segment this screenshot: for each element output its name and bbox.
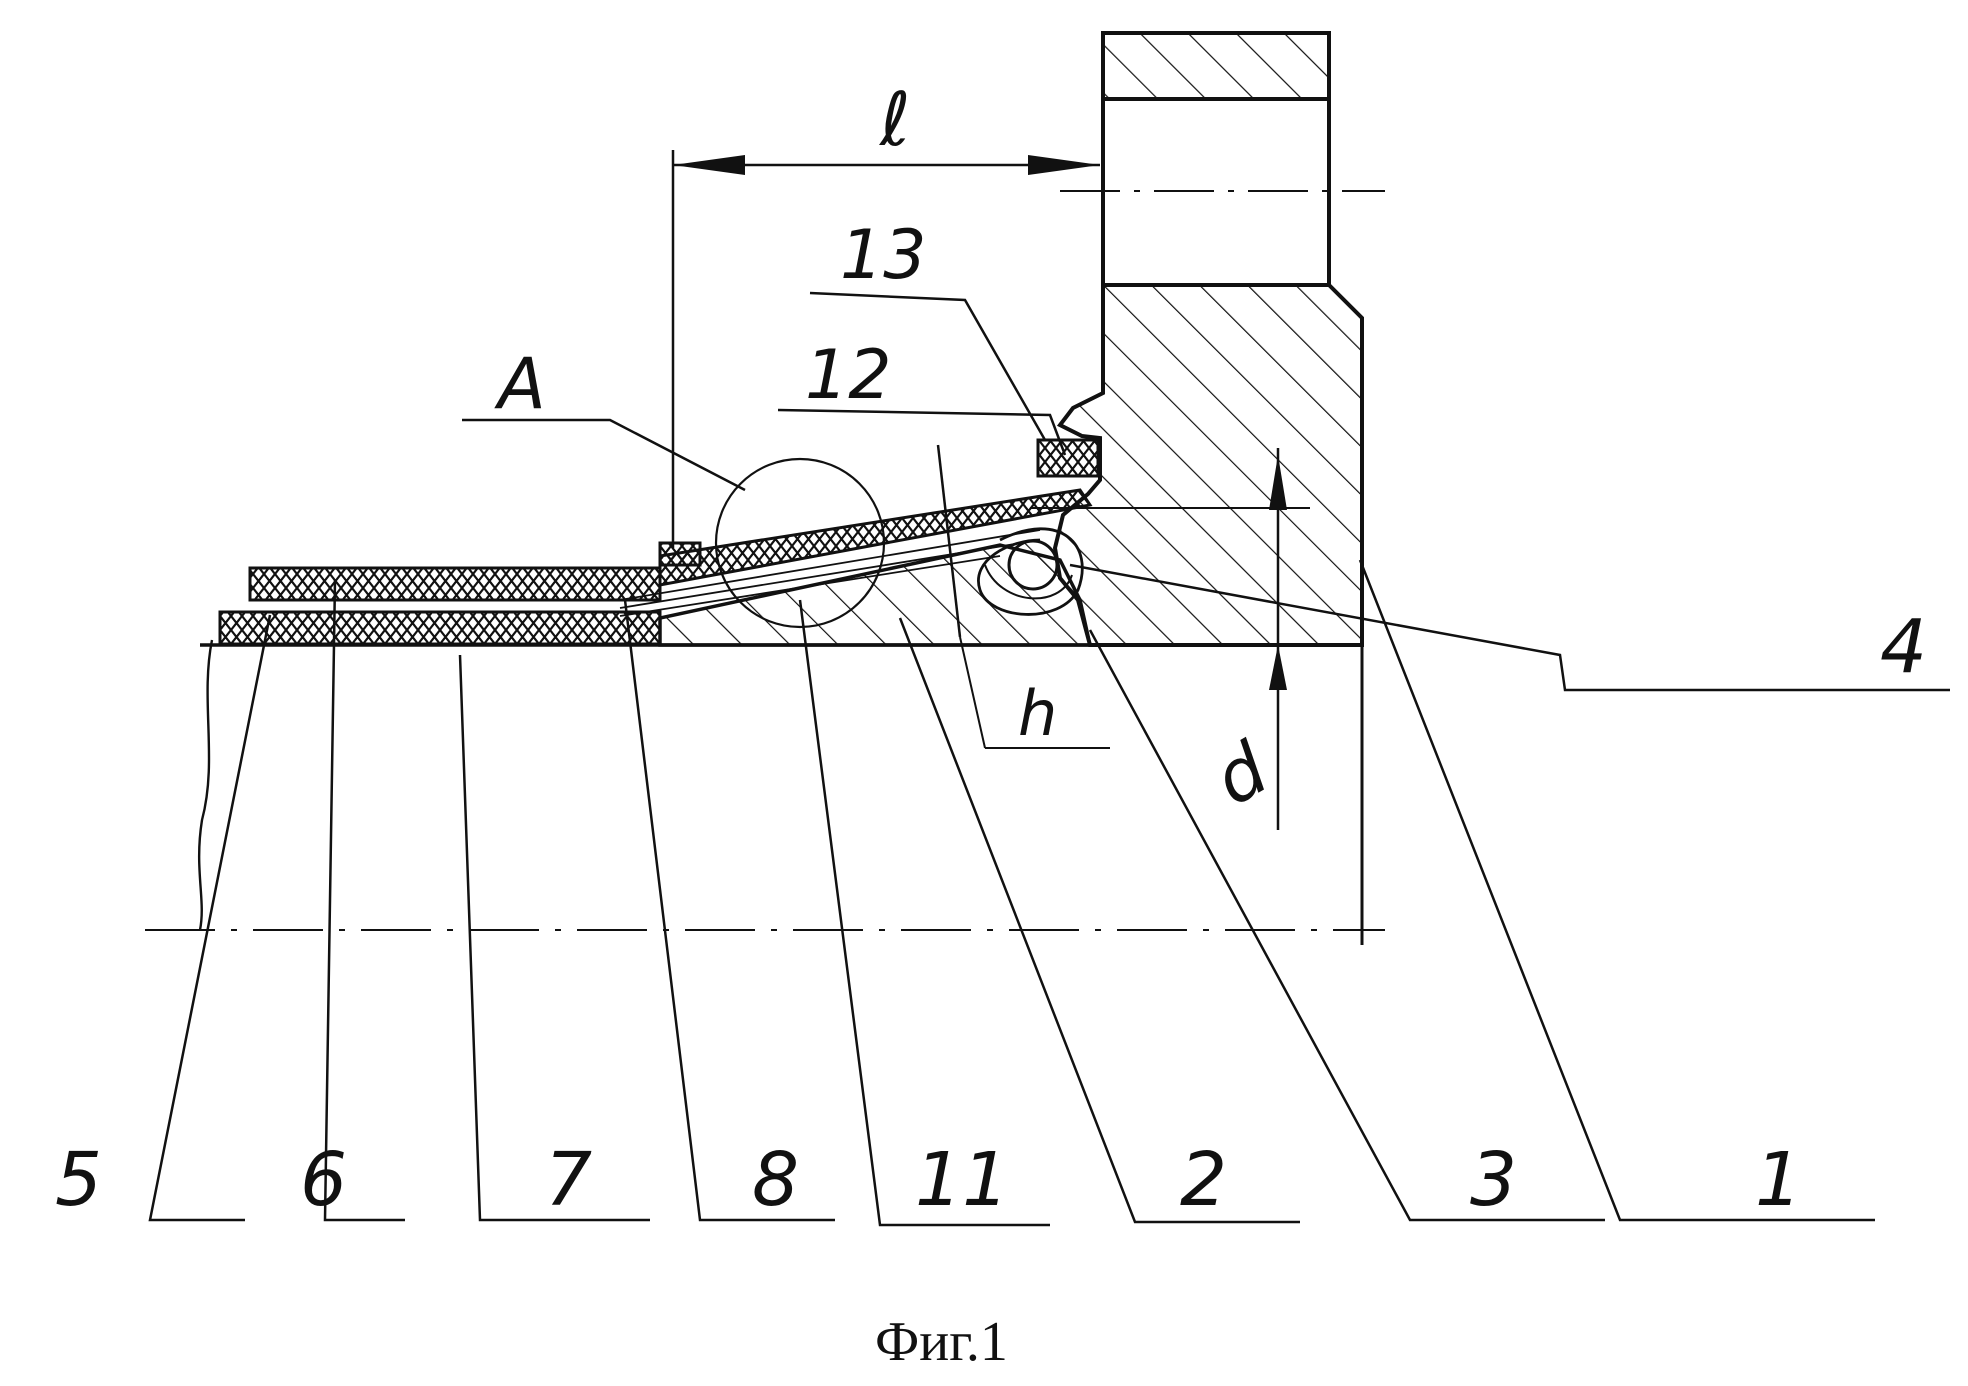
socket-collar	[660, 543, 700, 565]
part-number-6: 6	[300, 1137, 347, 1223]
part-number-12: 12	[805, 336, 892, 415]
seal-clip	[1038, 440, 1098, 476]
part-number-3: 3	[1470, 1137, 1517, 1223]
flange-top-block	[1103, 33, 1329, 99]
dimension-d-label: d	[1200, 726, 1283, 822]
dimension-h-line-2	[960, 637, 985, 748]
pipe-outer-layer	[250, 568, 660, 600]
dimension-l-arrow-left	[673, 155, 745, 175]
part-number-2: 2	[1180, 1137, 1227, 1223]
dimension-h-label: h	[1018, 677, 1057, 750]
figure-caption: Фиг.1	[875, 1311, 1008, 1373]
part-number-8: 8	[752, 1137, 799, 1223]
part-number-1: 1	[1755, 1137, 1802, 1223]
part-number-11: 11	[915, 1137, 1009, 1223]
part-number-5: 5	[55, 1137, 102, 1223]
leader-lines	[150, 293, 1950, 1225]
seal-ring	[1009, 541, 1057, 589]
detail-label: A	[494, 343, 546, 425]
part-number-4: 4	[1880, 604, 1927, 690]
break-line	[199, 640, 212, 930]
dimension-d-arrow-bottom	[1269, 645, 1287, 690]
part-number-7: 7	[545, 1137, 592, 1223]
pipe-inner-layer	[220, 612, 660, 644]
dimension-l-label: ℓ	[878, 77, 911, 163]
dimension-l-arrow-right	[1028, 155, 1100, 175]
part-number-13: 13	[840, 216, 927, 295]
